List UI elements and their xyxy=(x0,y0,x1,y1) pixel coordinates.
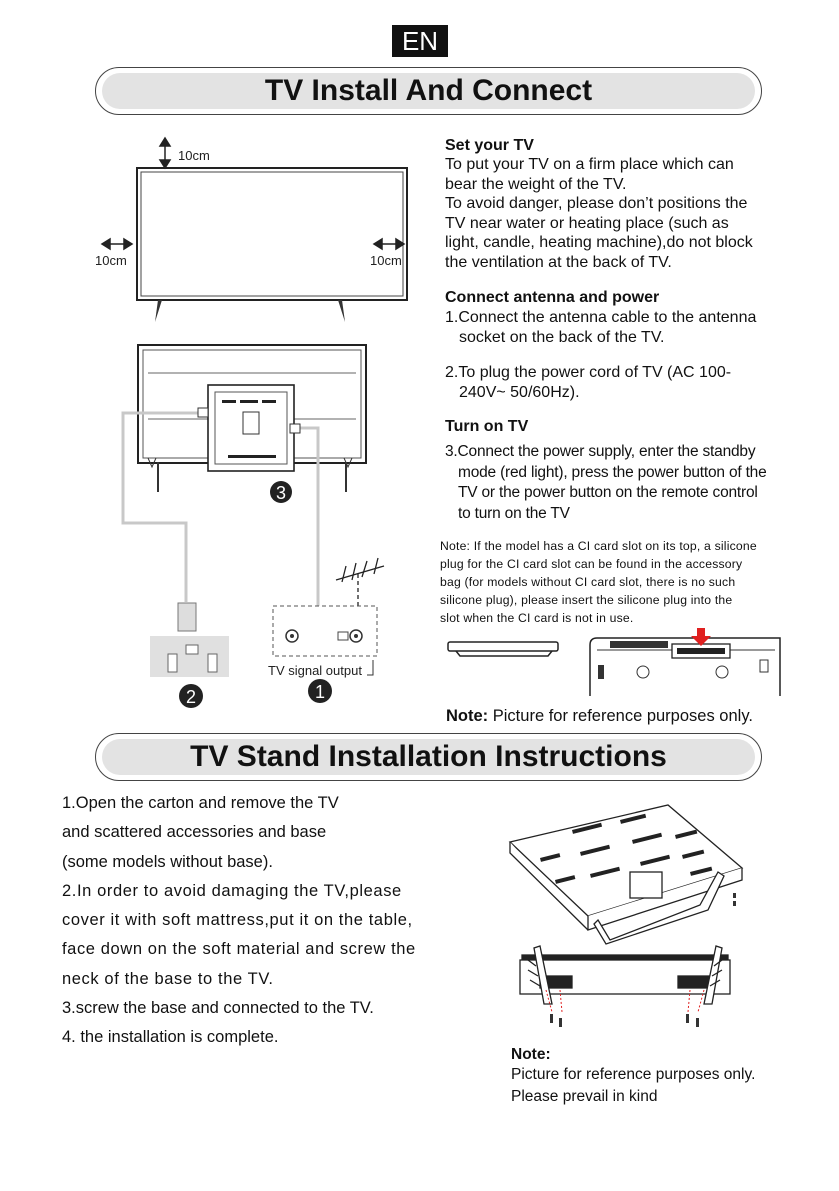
text-line: face down on the soft material and screw… xyxy=(62,940,416,959)
left-clearance-label: 10cm xyxy=(95,253,127,268)
tv-socket-panel xyxy=(272,605,378,657)
reference-note-2: Picture for reference purposes only. Ple… xyxy=(511,1064,755,1108)
text-line: neck of the base to the TV. xyxy=(62,969,274,988)
text-line: light, candle, heating machine),do not b… xyxy=(445,234,753,252)
top-clearance-label: 10cm xyxy=(178,148,210,163)
text-line: 240V~ 50/60Hz). xyxy=(459,383,580,401)
stand-install-steps: 1.Open the carton and remove the TV and … xyxy=(62,789,416,1053)
step-1-marker-label: 1 xyxy=(315,682,325,702)
section-title: TV Install And Connect xyxy=(264,74,593,107)
power-plug-illustration xyxy=(150,602,229,677)
insert-arrow-icon xyxy=(691,628,711,646)
tv-back-angled-illustration xyxy=(508,804,744,945)
ci-card-note: Note: If the model has a CI card slot on… xyxy=(440,537,757,627)
text-line: and scattered accessories and base xyxy=(62,823,327,842)
text-line: to turn on the TV xyxy=(458,504,570,522)
text-line: bag (for models without CI card slot, th… xyxy=(440,575,736,589)
text-line: To avoid danger, please don’t positions … xyxy=(445,195,748,213)
language-badge: EN xyxy=(392,25,448,57)
set-tv-text: To put your TV on a firm place which can… xyxy=(445,155,753,273)
clearance-arrows xyxy=(100,136,406,251)
connect-heading: Connect antenna and power xyxy=(445,289,660,306)
turn-on-text: 3.Connect the power supply, enter the st… xyxy=(445,442,767,524)
silicone-plug-illustration xyxy=(447,641,559,657)
text-line: the ventilation at the back of TV. xyxy=(445,253,672,271)
note-text: Picture for reference purposes only. xyxy=(492,707,753,725)
tv-signal-output-label: TV signal output xyxy=(268,663,362,678)
section-title-banner: TV Install And Connect xyxy=(95,67,762,115)
text-line: 3.Connect the power supply, enter the st… xyxy=(445,443,756,460)
text-line: cover it with soft mattress,put it on th… xyxy=(62,911,413,930)
text-line: 2.To plug the power cord of TV (AC 100- xyxy=(445,364,732,381)
screw-icons xyxy=(733,893,736,906)
right-clearance-label: 10cm xyxy=(370,253,402,268)
step-3-marker xyxy=(270,481,292,503)
section-title-banner: TV Stand Installation Instructions xyxy=(95,733,762,781)
tv-top-slot-illustration xyxy=(589,637,781,696)
text-line: mode (red light), press the power button… xyxy=(458,463,767,481)
tv-front-illustration xyxy=(136,167,408,322)
note-label: Note: xyxy=(446,707,489,725)
ci-slot-illustration xyxy=(447,628,781,696)
step-3-marker-label: 3 xyxy=(276,483,286,503)
tv-bottom-stand-illustration xyxy=(519,945,731,1005)
reference-note-1: Note: Picture for reference purposes onl… xyxy=(446,707,753,726)
text-line: 1.Open the carton and remove the TV xyxy=(62,794,339,812)
text-line: 4. the installation is complete. xyxy=(62,1028,279,1047)
text-line: 1.Connect the antenna cable to the anten… xyxy=(445,309,757,326)
text-line: slot when the CI card is not in use. xyxy=(440,611,634,625)
text-line: TV near water or heating place (such as xyxy=(445,214,729,232)
text-line: Picture for reference purposes only. xyxy=(511,1066,756,1083)
connection-diagram: 10cm 10cm 10cm 3 2 xyxy=(95,136,408,708)
text-line: plug for the CI card slot can be found i… xyxy=(440,557,743,571)
stand-install-illustration xyxy=(508,804,744,1027)
text-line: TV or the power button on the remote con… xyxy=(458,484,758,502)
text-line: 3.screw the base and connected to the TV… xyxy=(62,999,374,1018)
step-2-marker-label: 2 xyxy=(186,687,196,707)
section-title: TV Stand Installation Instructions xyxy=(190,740,667,773)
screw-icons xyxy=(550,1014,699,1027)
connect-step-2: 2.To plug the power cord of TV (AC 100- … xyxy=(445,363,731,402)
note-label: Note: xyxy=(511,1046,551,1063)
text-line: 2.In order to avoid damaging the TV,plea… xyxy=(62,881,402,900)
turn-on-heading: Turn on TV xyxy=(445,418,529,435)
text-line: silicone plug), please insert the silico… xyxy=(440,593,733,607)
connect-step-1: 1.Connect the antenna cable to the anten… xyxy=(445,308,756,347)
text-line: Note: If the model has a CI card slot on… xyxy=(440,539,757,553)
text-line: (some models without base). xyxy=(62,852,273,871)
step-1-marker xyxy=(308,679,332,703)
set-tv-heading: Set your TV xyxy=(445,137,534,154)
step-2-marker xyxy=(179,684,203,708)
text-line: bear the weight of the TV. xyxy=(445,175,627,193)
text-line: socket on the back of the TV. xyxy=(459,328,665,346)
text-line: Please prevail in kind xyxy=(511,1088,658,1105)
tv-back-illustration xyxy=(137,344,367,492)
text-line: To put your TV on a firm place which can xyxy=(445,156,734,173)
